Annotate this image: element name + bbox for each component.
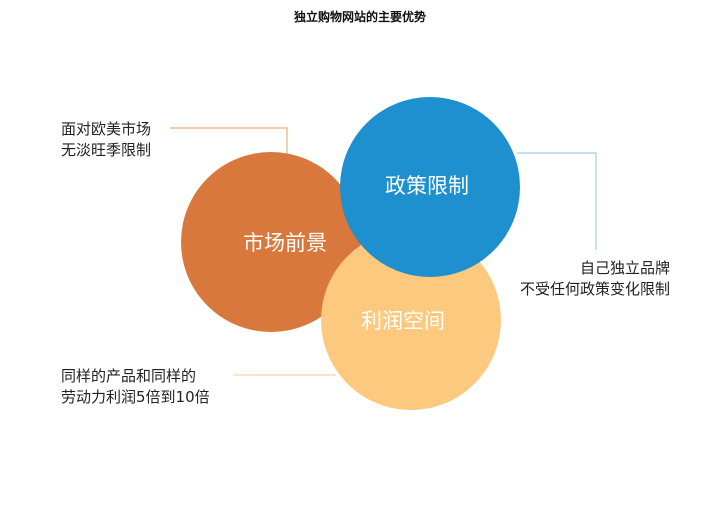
profit-annotation-line2: 劳动力利润5倍到10倍 xyxy=(61,388,210,406)
market-annotation-line1: 面对欧美市场 xyxy=(61,120,152,138)
profit-annotation: 同样的产品和同样的 劳动力利润5倍到10倍 xyxy=(61,366,210,408)
policy-circle xyxy=(340,97,520,277)
market-annotation-line2: 无淡旺季限制 xyxy=(61,141,152,159)
market-label: 市场前景 xyxy=(243,231,327,255)
diagram-title: 独立购物网站的主要优势 xyxy=(293,10,426,24)
profit-label: 利润空间 xyxy=(361,309,445,333)
market-annotation: 面对欧美市场 无淡旺季限制 xyxy=(61,119,151,161)
policy-label: 政策限制 xyxy=(385,174,469,198)
market-connector-line xyxy=(170,127,288,154)
policy-annotation-line1: 自己独立品牌 xyxy=(579,259,670,277)
policy-annotation: 自己独立品牌 不受任何政策变化限制 xyxy=(500,258,670,300)
market-circle xyxy=(181,152,361,332)
policy-connector-line xyxy=(517,152,597,250)
profit-annotation-line1: 同样的产品和同样的 xyxy=(61,367,197,385)
policy-annotation-line2: 不受任何政策变化限制 xyxy=(519,280,670,298)
profit-circle xyxy=(321,230,501,410)
